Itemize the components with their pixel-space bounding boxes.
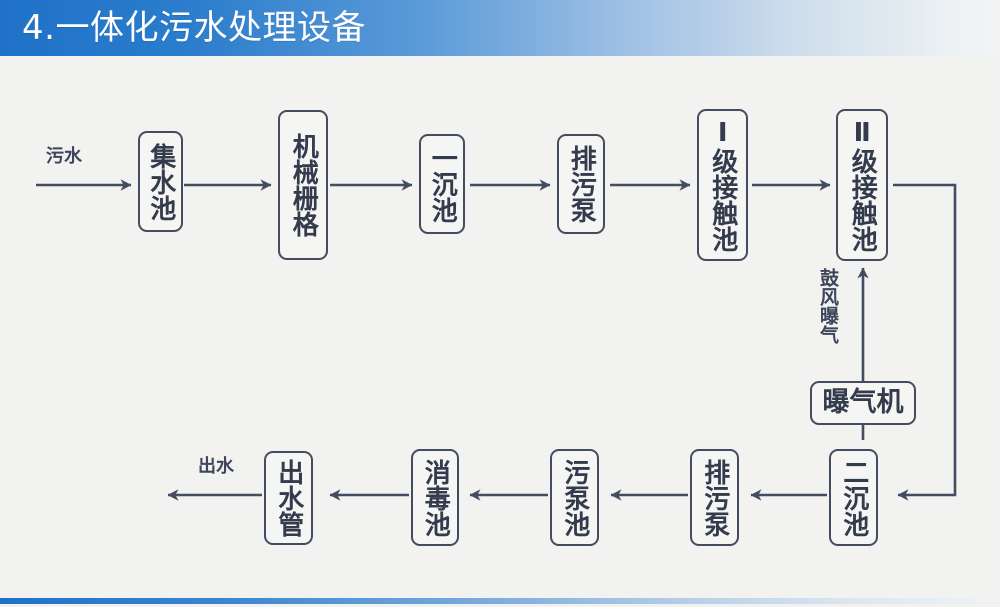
node-label: Ⅰ级接触池 [707, 118, 738, 252]
node-mechanical-grille[interactable]: 机械栅格 [278, 110, 328, 260]
page-title: 4.一体化污水处理设备 [22, 8, 366, 48]
page-footer-bar [0, 598, 1000, 604]
node-label: 排污泵 [699, 458, 730, 537]
node-label: 一沉池 [427, 145, 458, 223]
inlet-label: 污水 [46, 146, 82, 167]
node-label: 排污泵 [566, 145, 597, 223]
node-label: Ⅱ级接触池 [847, 118, 878, 252]
node-contact-tank-2[interactable]: Ⅱ级接触池 [836, 109, 888, 261]
node-label: 机械栅格 [288, 133, 319, 237]
node-sewage-pump-top[interactable]: 排污泵 [557, 134, 605, 234]
page-header-bar: 4.一体化污水处理设备 [0, 0, 1000, 56]
process-flow-diagram: 污水 出水 鼓风曝气 集水池 机械栅格 一沉池 排污泵 Ⅰ级接触池 Ⅱ级接触池 … [0, 56, 1000, 598]
outlet-label: 出水 [198, 456, 234, 477]
node-collection-tank[interactable]: 集水池 [138, 131, 183, 232]
node-label: 消毒池 [420, 458, 451, 537]
node-label: 曝气机 [822, 387, 904, 419]
flow-connectors [36, 179, 957, 501]
node-label: 出水管 [273, 459, 304, 537]
node-label: 集水池 [145, 142, 176, 221]
node-disinfection-tank[interactable]: 消毒池 [411, 449, 459, 546]
node-aerator[interactable]: 曝气机 [810, 381, 916, 425]
node-sewage-pump-bottom[interactable]: 排污泵 [690, 449, 739, 546]
node-label: 二沉池 [838, 458, 869, 537]
node-secondary-settling[interactable]: 二沉池 [829, 449, 878, 546]
node-sludge-pump-tank[interactable]: 污泵池 [550, 449, 599, 546]
node-label: 污泵池 [559, 458, 590, 537]
wire-contact2-to-secondary [893, 183, 957, 501]
node-outlet-pipe[interactable]: 出水管 [264, 451, 313, 545]
node-primary-settling[interactable]: 一沉池 [419, 134, 465, 234]
aeration-label: 鼓风曝气 [817, 268, 839, 344]
node-contact-tank-1[interactable]: Ⅰ级接触池 [697, 109, 748, 261]
